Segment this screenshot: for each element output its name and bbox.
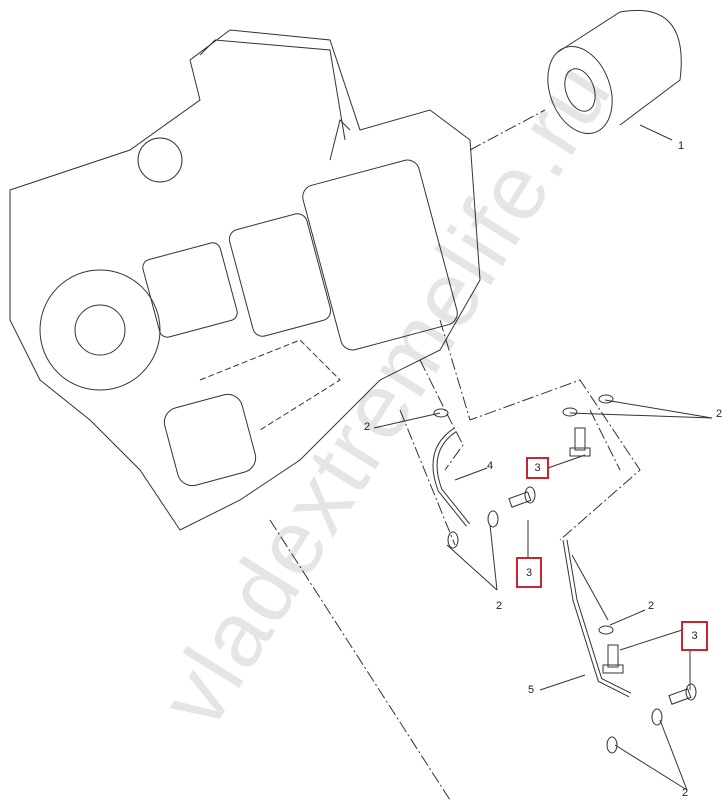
callout-leaders: [373, 399, 713, 791]
callout-bolt-upper[interactable]: 3: [526, 457, 549, 479]
callout-washers-bottom: 2: [682, 787, 689, 799]
callout-bolt-middle[interactable]: 3: [516, 557, 542, 588]
engine-block: [9, 29, 481, 531]
callout-oil-filter: 1: [678, 140, 685, 152]
bolts: [508, 427, 697, 705]
callout-washer-left: 2: [364, 421, 371, 433]
alignment-lines: [269, 109, 641, 800]
callout-pipe-upper: 4: [487, 460, 494, 472]
callout-washer-top-right: 2: [716, 408, 723, 420]
callout-pipe-lower: 5: [528, 684, 535, 696]
washers: [433, 394, 663, 754]
callout-bolt-lower-right[interactable]: 3: [681, 621, 708, 651]
callout-washers-lower-left: 2: [496, 600, 503, 612]
oil-filter: [547, 10, 682, 141]
callout-washer-lower-right: 2: [648, 600, 655, 612]
